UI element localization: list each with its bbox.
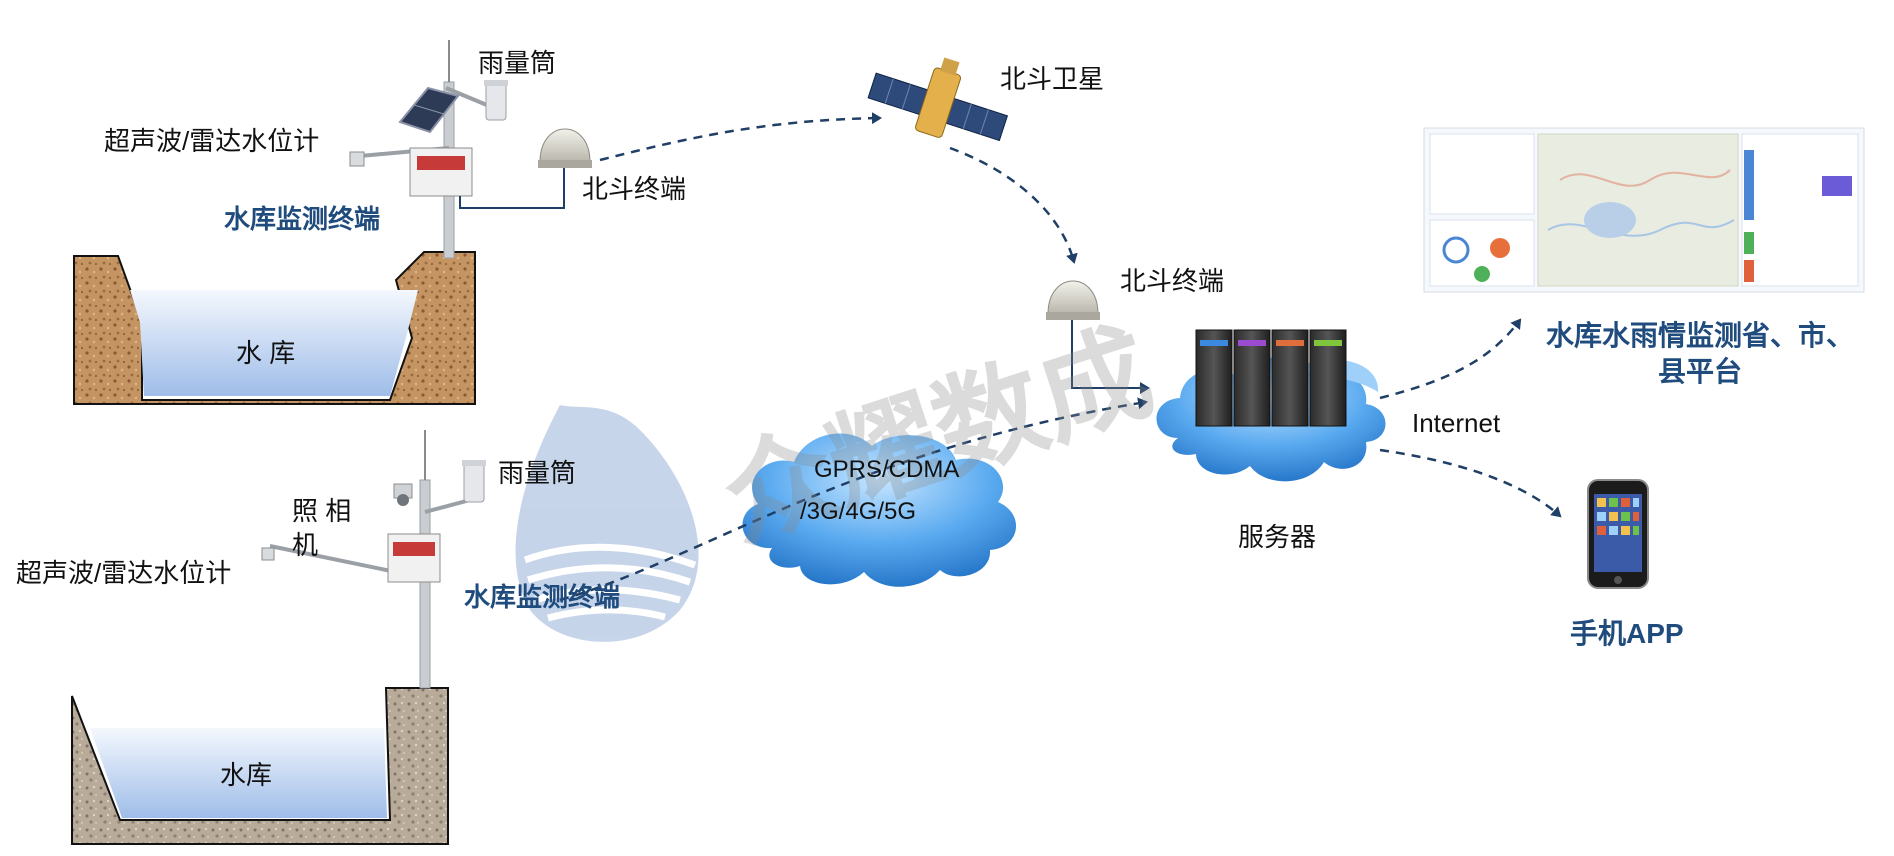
app-label: 手机APP [1570, 618, 1684, 649]
arrow-satellite-to-terminal [949, 146, 1078, 264]
rain-gauge-bottom-label: 雨量筒 [498, 458, 577, 488]
bottom-monitoring-station [261, 430, 486, 689]
top-reservoir [73, 251, 476, 405]
server-cloud [1156, 329, 1386, 482]
rain-gauge-bottom [462, 460, 486, 503]
beidou-terminal-server [1046, 280, 1150, 394]
terminal-box-top [409, 147, 473, 197]
phone-icon [1587, 479, 1649, 589]
beidou-terminal-top-label: 北斗终端 [582, 174, 687, 204]
camera-bottom-label: 照 相 机 [292, 496, 352, 560]
reservoir-bottom-label: 水库 [220, 760, 273, 790]
level-sensor-top [349, 151, 365, 167]
satellite-label: 北斗卫星 [1000, 64, 1105, 94]
rain-gauge-top-label: 雨量筒 [478, 48, 557, 78]
solar-panel [398, 86, 460, 134]
rain-gauge-top [484, 80, 508, 121]
network-cloud [742, 433, 1017, 587]
reservoir-top-label: 水 库 [236, 338, 296, 368]
cable-top [459, 168, 565, 209]
terminal-top-label: 水库监测终端 [224, 204, 381, 234]
level-sensor-bottom [261, 547, 275, 561]
network-line1-label: GPRS/CDMA [814, 456, 960, 483]
camera-bottom [393, 483, 413, 506]
server-label: 服务器 [1238, 522, 1317, 552]
arrow-network-to-server [559, 397, 1148, 602]
level-sensor-top-label: 超声波/雷达水位计 [104, 126, 320, 156]
arrow-server-to-platform [1379, 318, 1522, 400]
bottom-reservoir [71, 687, 449, 845]
satellite-icon [867, 57, 1009, 142]
beidou-terminal-top [538, 128, 592, 168]
level-sensor-bottom-label: 超声波/雷达水位计 [16, 558, 232, 588]
arrow-server-to-app [1379, 448, 1562, 518]
top-monitoring-station [349, 40, 592, 259]
terminal-bottom-label: 水库监测终端 [464, 582, 621, 612]
internet-label: Internet [1412, 408, 1501, 438]
network-line2-label: /3G/4G/5G [800, 498, 917, 525]
arrow-terminal-to-satellite [599, 112, 882, 162]
connection-arrows [559, 112, 1562, 602]
server-rack-icon [1195, 329, 1347, 427]
terminal-box-bottom [387, 533, 441, 583]
platform-label: 水库水雨情监测省、市、县平台 [1545, 320, 1854, 387]
beidou-terminal-server-label: 北斗终端 [1120, 266, 1225, 296]
watermark-logo [515, 405, 699, 642]
dashboard-thumbnail [1423, 127, 1865, 293]
